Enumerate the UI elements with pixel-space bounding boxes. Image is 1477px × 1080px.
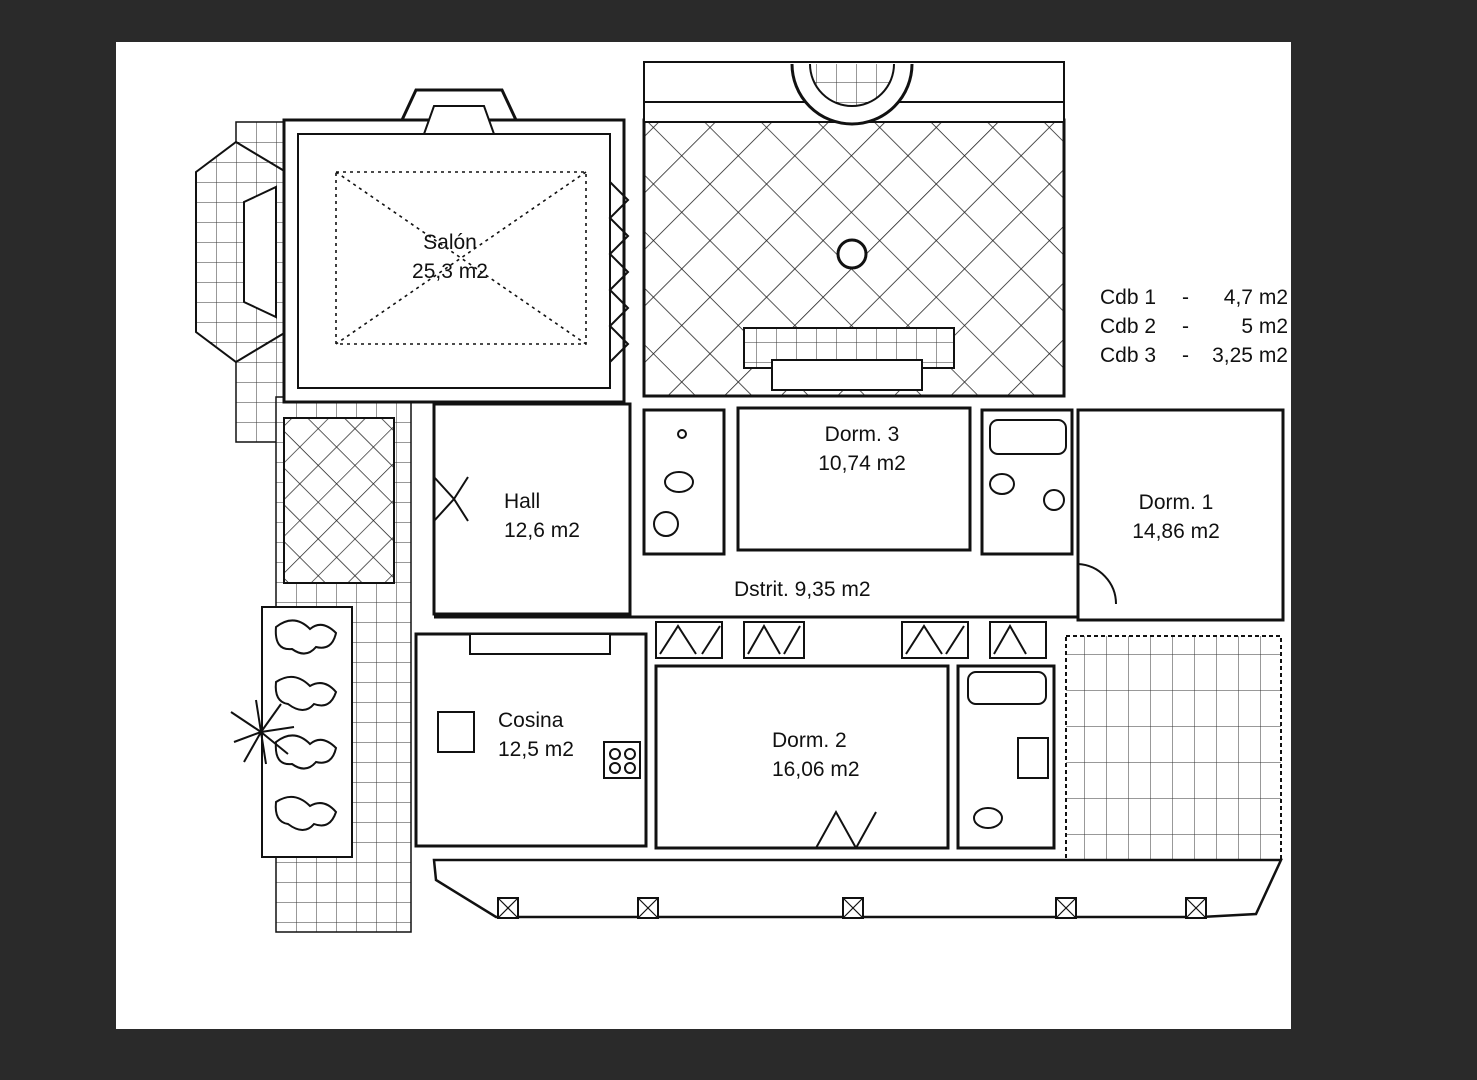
legend-separator: - [1182,344,1189,367]
dorm3-name: Dorm. 3 [824,423,900,446]
legend-value: 5 m2 [1241,315,1288,338]
legend-value: 4,7 m2 [1223,286,1288,309]
legend-name: Cdb 1 [1100,286,1157,309]
legend-name: Cdb 3 [1100,344,1157,367]
floor-plan-sheet: Salón 25,3 m2 Hall 12,6 m2 Dorm. 3 10,74… [116,42,1291,1029]
dorm3-area: 10,74 m2 [818,452,906,475]
legend-name: Cdb 2 [1100,315,1157,338]
salon-area: 25,3 m2 [412,260,488,283]
legend-row: Cdb 2 - 5 m2 [1100,315,1288,339]
legend-separator: - [1182,286,1189,309]
hall-area: 12,6 m2 [504,519,580,542]
dorm1-label: Dorm. 1 14,86 m2 [1132,488,1220,546]
dorm1-name: Dorm. 1 [1138,491,1214,514]
salon-name: Salón [423,231,477,254]
pergola-terrace [1065,635,1282,862]
dorm2-room [654,664,950,850]
hall-name: Hall [504,490,541,513]
dorm2-area: 16,06 m2 [772,758,860,781]
legend-row: Cdb 1 - 4,7 m2 [1100,286,1288,310]
dorm2-label: Dorm. 2 16,06 m2 [772,726,860,784]
hall-room [432,402,632,616]
legend-separator: - [1182,315,1189,338]
kitchen-label: Cosina 12,5 m2 [498,706,574,764]
dorm1-area: 14,86 m2 [1132,520,1220,543]
legend-row: Cdb 3 -3,25 m2 [1100,344,1288,368]
salon-label: Salón 25,3 m2 [412,228,488,286]
palm-plant [230,699,295,765]
patio-diamond-tiles [283,417,395,584]
floor-plan-drawing [195,61,1285,933]
fountain [790,63,914,270]
hall-label: Hall 12,6 m2 [504,487,580,545]
kitchen-area: 12,5 m2 [498,738,574,761]
closets [655,621,1047,659]
salon-room [282,118,626,404]
legend-value: 3,25 m2 [1212,344,1288,367]
dorm2-name: Dorm. 2 [772,729,847,752]
kitchen-name: Cosina [498,709,564,732]
distributor-label: Dstrit. 9,35 m2 [734,578,871,601]
dorm3-room [736,406,972,552]
dorm3-label: Dorm. 3 10,74 m2 [818,420,906,478]
